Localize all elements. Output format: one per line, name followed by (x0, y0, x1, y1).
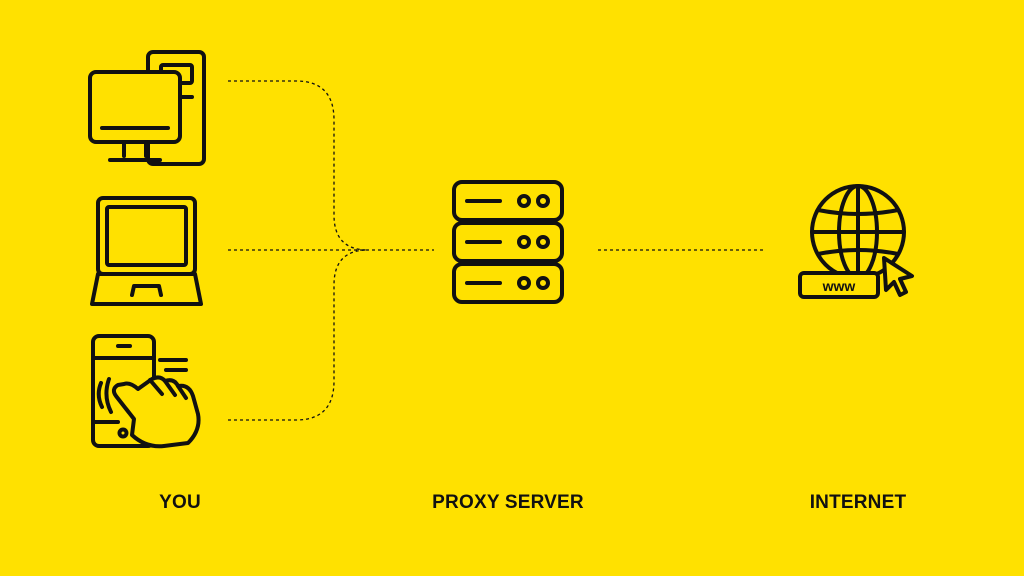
server-rack-icon (452, 180, 564, 304)
label-you: YOU (159, 492, 201, 513)
globe-www-cursor-icon (798, 184, 914, 299)
connector-phone (228, 249, 369, 421)
connector-desktop (228, 80, 369, 251)
laptop-icon (90, 196, 203, 306)
smartphone-touch-icon (91, 334, 201, 449)
connector-lines (228, 80, 766, 421)
desktop-computer-icon (88, 50, 206, 166)
www-text: www (822, 278, 856, 294)
label-proxy-server: PROXY SERVER (432, 492, 584, 513)
label-internet: INTERNET (809, 492, 907, 513)
